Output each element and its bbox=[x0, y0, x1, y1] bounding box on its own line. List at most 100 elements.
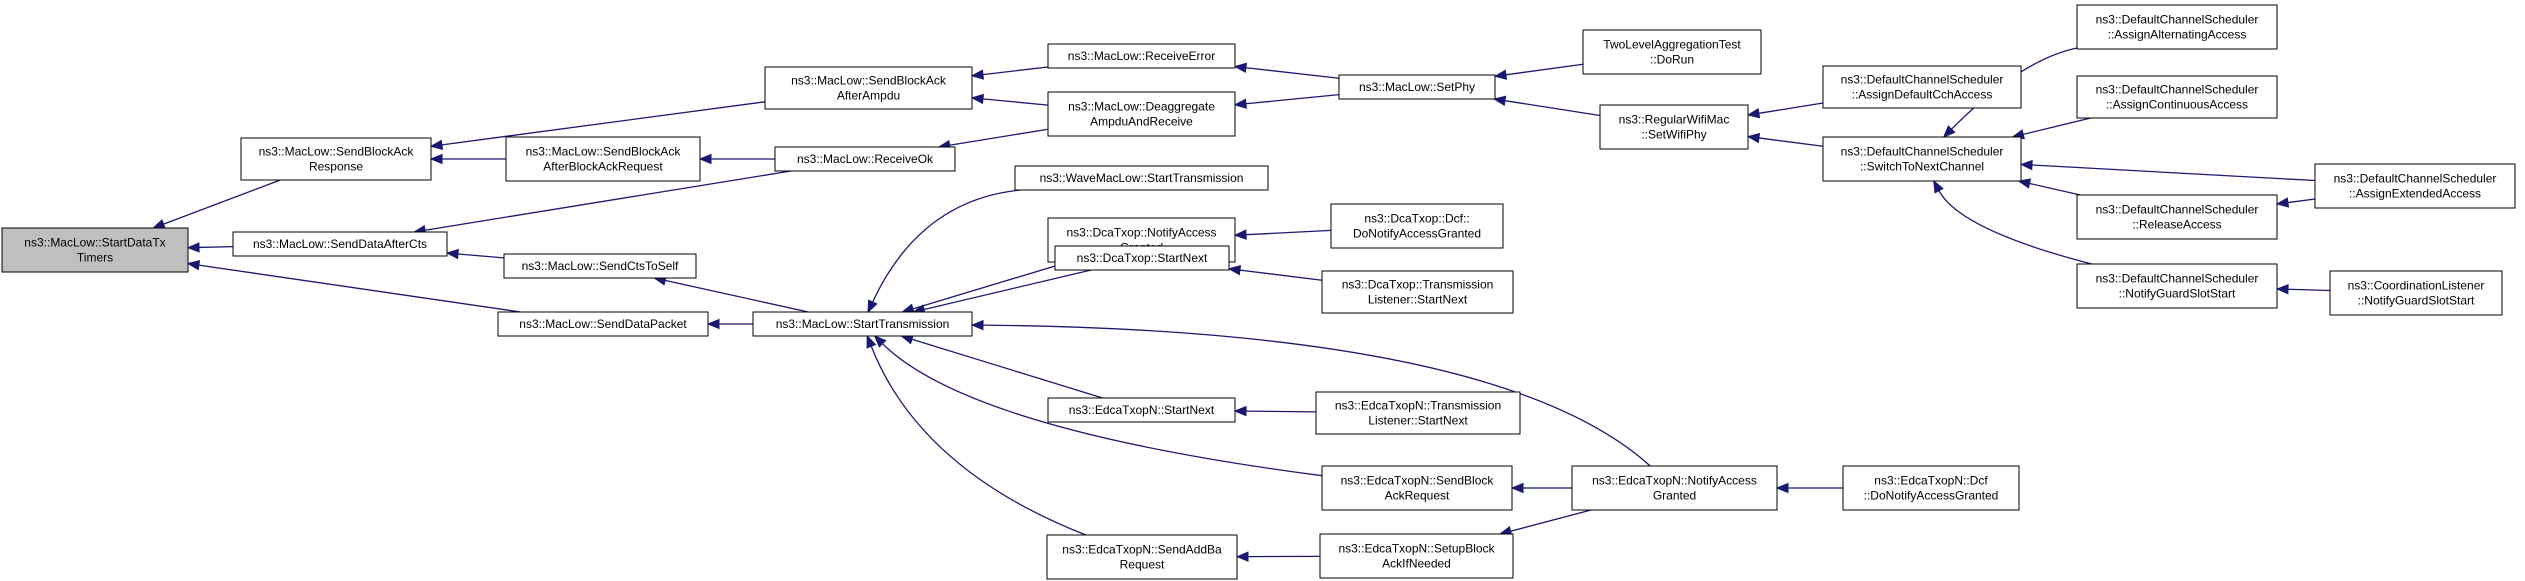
node-label: ns3::MacLow::SendDataPacket bbox=[519, 317, 687, 331]
node-edcastartnext[interactable]: ns3::EdcaTxopN::StartNext bbox=[1047, 397, 1236, 423]
node-label: ::AssignAlternatingAccess bbox=[2108, 28, 2247, 42]
node-label: ns3::EdcaTxopN::SendAddBa bbox=[1062, 543, 1222, 557]
edge-line bbox=[872, 189, 1021, 303]
edge-wavestarttx-to-starttransmission bbox=[867, 189, 1021, 314]
edge-sendblockackafterbar-to-sendblockackresponse bbox=[429, 153, 506, 165]
edge-line bbox=[1758, 102, 1824, 114]
edge-sendblockackresponse-to-startdatatx bbox=[152, 179, 281, 229]
node-assigncontinuous[interactable]: ns3::DefaultChannelScheduler::AssignCont… bbox=[2076, 75, 2278, 119]
edge-coordlistener-to-notifyguardslot bbox=[2275, 284, 2331, 295]
edge-line bbox=[2287, 288, 2331, 292]
edge-line bbox=[163, 179, 281, 225]
node-receiveerror[interactable]: ns3::MacLow::ReceiveError bbox=[1047, 43, 1236, 69]
node-edcadcfnotify[interactable]: ns3::EdcaTxopN::Dcf::DoNotifyAccessGrant… bbox=[1842, 465, 2020, 511]
edge-dcanotifyaccess-to-starttransmission bbox=[901, 261, 1069, 314]
node-assignextended[interactable]: ns3::DefaultChannelScheduler::AssignExte… bbox=[2314, 163, 2516, 209]
edge-assignextended-to-switchtonext bbox=[2019, 159, 2316, 182]
node-assignalternating[interactable]: ns3::DefaultChannelScheduler::AssignAlte… bbox=[2076, 4, 2278, 50]
node-box bbox=[1571, 465, 1778, 511]
node-label: ns3::DefaultChannelScheduler bbox=[2096, 13, 2259, 27]
node-senddataaftercts[interactable]: ns3::MacLow::SendDataAfterCts bbox=[232, 231, 448, 257]
node-box bbox=[1338, 74, 1496, 100]
node-box bbox=[774, 146, 956, 172]
node-box bbox=[1321, 270, 1514, 314]
edge-starttransmission-to-sendctstoself bbox=[653, 275, 809, 313]
node-box bbox=[1822, 65, 2022, 109]
node-regularsetwifiphy[interactable]: ns3::RegularWifiMac::SetWifiPhy bbox=[1599, 104, 1749, 150]
node-label: ns3::DefaultChannelScheduler bbox=[2334, 172, 2497, 186]
node-box bbox=[1321, 465, 1513, 511]
node-label: ns3::RegularWifiMac bbox=[1619, 113, 1730, 127]
node-label: ::SwitchToNextChannel bbox=[1860, 160, 1984, 174]
edge-setphy-to-receiveerror bbox=[1233, 62, 1340, 79]
node-wavestarttx[interactable]: ns3::WaveMacLow::StartTransmission bbox=[1014, 165, 1269, 191]
node-label: ns3::DefaultChannelScheduler bbox=[1841, 145, 2004, 159]
node-box bbox=[2076, 263, 2278, 309]
edge-line bbox=[982, 66, 1049, 76]
node-edcatxlistener[interactable]: ns3::EdcaTxopN::TransmissionListener::St… bbox=[1315, 391, 1521, 435]
arrowhead bbox=[1233, 98, 1247, 109]
node-label: ::ReleaseAccess bbox=[2132, 218, 2221, 232]
node-dcatxlistener[interactable]: ns3::DcaTxop::TransmissionListener::Star… bbox=[1321, 270, 1514, 314]
arrowhead bbox=[1233, 229, 1247, 240]
node-box bbox=[1047, 397, 1236, 423]
node-assigndefaultcch[interactable]: ns3::DefaultChannelScheduler::AssignDefa… bbox=[1822, 65, 2022, 109]
arrowhead bbox=[2017, 178, 2032, 189]
edge-line bbox=[923, 269, 1092, 311]
edge-dcastartnext-to-starttransmission bbox=[912, 269, 1092, 315]
edge-senddataaftercts-to-startdatatx bbox=[186, 242, 234, 253]
node-box bbox=[2076, 194, 2278, 240]
edge-setphy-to-deaggregate bbox=[1233, 93, 1340, 109]
edge-edcanotifyaccess-to-edcasendbar bbox=[1510, 482, 1572, 494]
edge-receiveerror-to-sendblockackafterampdu bbox=[970, 66, 1049, 80]
edge-edcasendaddba-to-starttransmission bbox=[866, 334, 1087, 536]
node-label: ns3::EdcaTxopN::Dcf bbox=[1874, 474, 1988, 488]
node-box bbox=[1315, 391, 1521, 435]
node-senddatapacket[interactable]: ns3::MacLow::SendDataPacket bbox=[497, 311, 709, 337]
node-starttransmission[interactable]: ns3::MacLow::StartTransmission bbox=[752, 311, 973, 337]
node-label: ns3::MacLow::ReceiveError bbox=[1068, 49, 1215, 63]
arrowhead bbox=[1233, 62, 1248, 74]
node-dcadcfnotify[interactable]: ns3::DcaTxop::Dcf::DoNotifyAccessGranted bbox=[1330, 203, 1504, 249]
node-label: AfterAmpdu bbox=[837, 89, 900, 103]
node-twolevelagg[interactable]: TwoLevelAggregationTest::DoRun bbox=[1582, 29, 1762, 75]
node-sendblockackafterbar[interactable]: ns3::MacLow::SendBlockAckAfterBlockAckRe… bbox=[505, 136, 701, 182]
node-label: ::DoNotifyAccessGranted bbox=[1864, 489, 1999, 503]
edge-assignextended-to-releaseaccess bbox=[2275, 197, 2316, 208]
node-dcastartnext[interactable]: ns3::DcaTxop::StartNext bbox=[1054, 245, 1230, 271]
node-box bbox=[2314, 163, 2516, 209]
node-receiveok[interactable]: ns3::MacLow::ReceiveOk bbox=[774, 146, 956, 172]
node-box bbox=[752, 311, 973, 337]
node-label: ::NotifyGuardSlotStart bbox=[2119, 287, 2236, 301]
arrowhead bbox=[1235, 551, 1249, 562]
edge-dcatxlistener-to-dcastartnext bbox=[1227, 264, 1323, 281]
node-label: ::DoRun bbox=[1650, 53, 1694, 67]
edge-line bbox=[982, 324, 1651, 467]
node-notifyguardslot[interactable]: ns3::DefaultChannelScheduler::NotifyGuar… bbox=[2076, 263, 2278, 309]
node-releaseaccess[interactable]: ns3::DefaultChannelScheduler::ReleaseAcc… bbox=[2076, 194, 2278, 240]
edge-line bbox=[1510, 509, 1592, 532]
node-setphy[interactable]: ns3::MacLow::SetPhy bbox=[1338, 74, 1496, 100]
node-edcanotifyaccess[interactable]: ns3::EdcaTxopN::NotifyAccessGranted bbox=[1571, 465, 1778, 511]
node-label: ns3::DcaTxop::Dcf:: bbox=[1364, 212, 1469, 226]
node-switchtonext[interactable]: ns3::DefaultChannelScheduler::SwitchToNe… bbox=[1822, 136, 2022, 182]
node-label: ::SetWifiPhy bbox=[1641, 128, 1706, 142]
node-sendctstoself[interactable]: ns3::MacLow::SendCtsToSelf bbox=[503, 253, 697, 279]
arrowhead bbox=[706, 318, 720, 330]
node-coordlistener[interactable]: ns3::CoordinationListener::NotifyGuardSl… bbox=[2329, 270, 2503, 316]
arrowhead bbox=[186, 242, 200, 253]
edge-edcastartnext-to-starttransmission bbox=[900, 334, 1103, 399]
edge-edcadcfnotify-to-edcanotifyaccess bbox=[1775, 482, 1843, 494]
node-label: ns3::WaveMacLow::StartTransmission bbox=[1040, 171, 1244, 185]
node-box bbox=[1842, 465, 2020, 511]
arrowhead bbox=[429, 139, 444, 151]
edge-line bbox=[982, 98, 1049, 106]
node-box bbox=[1582, 29, 1762, 75]
